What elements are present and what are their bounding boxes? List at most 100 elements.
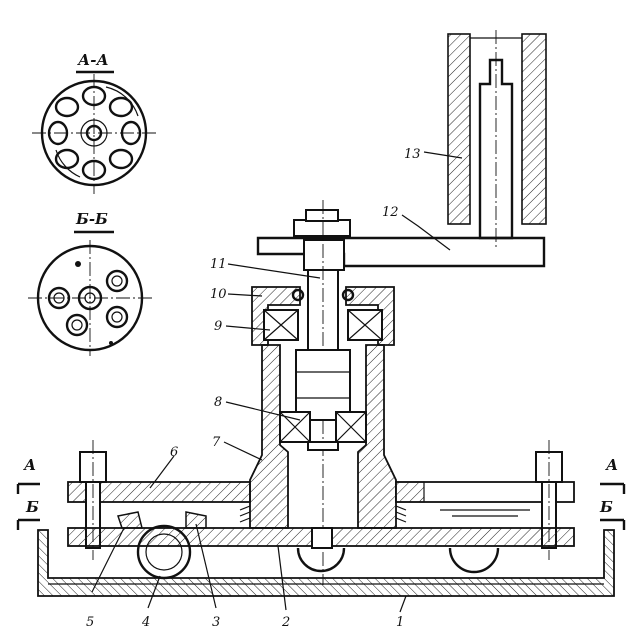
- label-1: 1: [396, 615, 404, 630]
- leader-3: [195, 523, 217, 609]
- rollers: [117, 511, 500, 580]
- part-8-right-cross: [335, 411, 367, 443]
- section-aa-slot-right: [105, 86, 139, 117]
- leader-6: [149, 455, 175, 489]
- label-6: 6: [170, 445, 178, 460]
- section-bb-spring-upper-right: [105, 269, 129, 293]
- marker-b-left: Б: [25, 498, 39, 516]
- part-8-bearing: [279, 349, 367, 451]
- leader-1: [399, 595, 407, 613]
- section-bb-center-core: [84, 292, 96, 304]
- marker-b-left-line: [16, 518, 40, 530]
- section-bb-spring-bottom: [65, 313, 89, 337]
- part-9-right-cross: [347, 309, 383, 341]
- section-bb-spring-lower-right: [105, 305, 129, 329]
- marker-b-right-line: [600, 518, 626, 530]
- label-13: 13: [404, 147, 421, 162]
- section-bb-spring-upper-right-core: [111, 275, 123, 287]
- label-7: 7: [212, 435, 221, 450]
- label-9: 9: [214, 319, 222, 334]
- section-aa-view: А-А: [32, 51, 156, 194]
- section-aa-title: А-А: [77, 51, 109, 69]
- part-6-spring-right: [395, 505, 407, 523]
- part-1-tray: [37, 529, 615, 597]
- part-9-bearing: [263, 309, 383, 341]
- part-6-spring-disc: [440, 509, 530, 517]
- section-bb-spring-lower-right-core: [111, 311, 123, 323]
- leader-lines: [91, 151, 463, 613]
- part-10-seal-right: [341, 288, 355, 302]
- section-bb-title: Б-Б: [75, 210, 108, 228]
- section-aa-shaft: [85, 124, 103, 142]
- section-bb-view: Б-Б: [28, 210, 152, 356]
- section-aa-hub: [80, 119, 108, 147]
- part-number-labels: 13 12 11 10 9 8 7 6 5 4 3 2 1: [86, 147, 421, 630]
- part-6-right-plate-hatch: [395, 481, 425, 503]
- part-4-roller-inner: [145, 533, 183, 571]
- part-10-seal-left: [291, 288, 305, 302]
- leader-12: [401, 214, 451, 251]
- right-roller: [448, 547, 500, 574]
- section-bb-center-spring: [77, 285, 103, 311]
- section-aa-ball-7: [47, 120, 69, 146]
- part-5-left-retainer: [117, 511, 143, 529]
- part-11-top-nut: [293, 219, 351, 237]
- section-aa-slot-left: [55, 149, 81, 178]
- part-13-left-wall: [447, 33, 471, 225]
- part-6-spring-left: [239, 505, 251, 523]
- part-12-arm-body: [256, 236, 546, 268]
- part-11-collar: [303, 239, 345, 271]
- label-11: 11: [210, 257, 227, 272]
- part-6-plate: [67, 481, 575, 523]
- leader-4: [147, 575, 161, 609]
- leader-9: [225, 325, 271, 331]
- part-12-arm: [256, 236, 546, 268]
- part-13-column: [447, 30, 547, 250]
- part-4-roller: [136, 524, 192, 580]
- marker-a-left: А: [23, 456, 36, 474]
- leader-13: [423, 151, 463, 159]
- label-10: 10: [210, 287, 227, 302]
- part-8-shaft-end: [307, 441, 339, 451]
- label-8: 8: [214, 395, 222, 410]
- label-4: 4: [141, 615, 150, 630]
- marker-a-right: А: [605, 456, 618, 474]
- part-8-left-cross: [279, 411, 311, 443]
- label-12: 12: [382, 205, 399, 220]
- label-2: 2: [281, 615, 290, 630]
- part-1-tray-body: [37, 529, 615, 597]
- leader-5: [91, 527, 125, 593]
- marker-a-right-line: [600, 482, 626, 494]
- section-aa-ball-2: [108, 96, 134, 118]
- center-roller: [296, 547, 346, 573]
- leader-11: [227, 263, 321, 279]
- section-bb-spring-left: [47, 286, 71, 310]
- section-aa-ball-8: [54, 96, 80, 118]
- section-bb-spring-bottom-core: [71, 319, 83, 331]
- part-6-left-plate: [67, 481, 251, 503]
- part-9-left-cross: [263, 309, 299, 341]
- label-5: 5: [86, 615, 94, 630]
- section-aa-ball-4: [108, 148, 134, 170]
- leader-8: [225, 401, 301, 421]
- marker-a-left-line: [16, 482, 40, 494]
- section-markers: А Б А Б: [16, 456, 626, 530]
- marker-b-right: Б: [599, 498, 613, 516]
- label-3: 3: [212, 615, 220, 630]
- part-8-hex-nut: [295, 349, 351, 421]
- section-bb-pin-2: [109, 341, 113, 345]
- leader-10: [227, 293, 263, 297]
- center-bottom-nut: [311, 527, 333, 549]
- part-11-cap: [305, 209, 339, 222]
- part-3-right-retainer: [185, 511, 207, 529]
- leader-2: [277, 545, 287, 611]
- section-bb-pin-1: [75, 261, 81, 267]
- part-13-right-wall: [521, 33, 547, 225]
- leader-7: [223, 441, 263, 461]
- section-aa-ball-3: [120, 120, 142, 146]
- section-aa-ball-1: [81, 85, 107, 107]
- section-aa-ball-5: [81, 159, 107, 181]
- section-bb-spring-left-core: [53, 292, 65, 304]
